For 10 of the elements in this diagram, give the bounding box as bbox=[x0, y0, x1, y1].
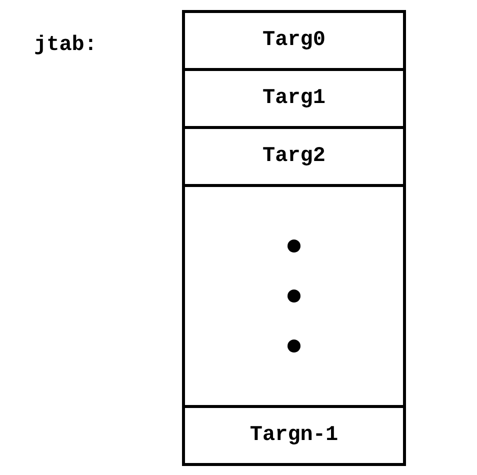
cell-text: Targ1 bbox=[262, 87, 326, 110]
table-cell bbox=[182, 184, 406, 408]
table-cell bbox=[182, 10, 406, 71]
table-cell bbox=[182, 68, 406, 129]
table-name-label: jtab: bbox=[34, 34, 98, 57]
table-cell bbox=[182, 126, 406, 187]
cell-text: Targ2 bbox=[262, 145, 326, 168]
cell-text: Targ0 bbox=[262, 29, 326, 52]
cell-text: Targn-1 bbox=[250, 424, 338, 447]
table-cell bbox=[182, 405, 406, 466]
